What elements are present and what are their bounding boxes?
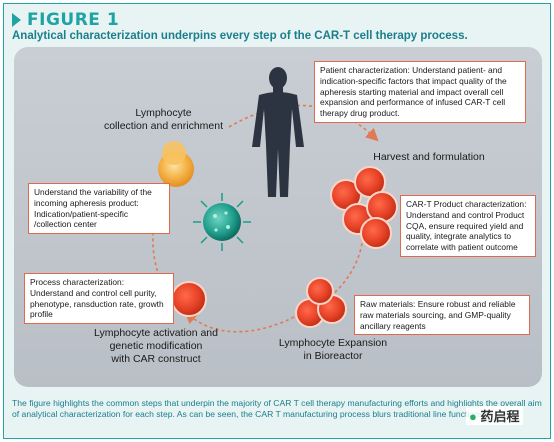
orange-cell-icon — [158, 141, 194, 187]
human-silhouette-icon — [252, 67, 304, 197]
red-cell-product-icon — [330, 166, 398, 249]
product-characterization-box: CAR-T Product characterization: Understa… — [400, 195, 536, 257]
diagram-panel: Lymphocyte collection and enrichment Har… — [14, 47, 542, 387]
process-characterization-box: Process characterization: Understand and… — [24, 273, 174, 324]
figure-subtitle: Analytical characterization underpins ev… — [12, 30, 468, 42]
raw-materials-box: Raw materials: Ensure robust and reliabl… — [354, 295, 530, 336]
virus-icon — [193, 193, 251, 251]
stage-activation: Lymphocyte activation and genetic modifi… — [94, 327, 218, 366]
figure-caption: The figure highlights the common steps t… — [12, 398, 542, 420]
chevron-right-icon — [12, 13, 21, 27]
red-cell-expansion-icon — [295, 277, 347, 328]
variability-box: Understand the variability of the incomi… — [28, 183, 170, 234]
stage-collection: Lymphocyte collection and enrichment — [103, 107, 224, 133]
wechat-watermark: ● 药启程 — [466, 406, 523, 425]
cycle-arc-top — [228, 104, 379, 142]
stage-expansion: Lymphocyte Expansion in Bioreactor — [278, 337, 388, 363]
wechat-icon: ● — [469, 409, 477, 424]
patient-characterization-box: Patient characterization: Understand pat… — [314, 61, 526, 123]
watermark-text: 药启程 — [480, 409, 520, 424]
diagram-canvas — [152, 67, 398, 333]
figure-label: FIGURE 1 — [12, 10, 119, 30]
cycle-arc-bottom — [184, 310, 295, 333]
stage-harvest: Harvest and formulation — [373, 151, 485, 163]
figure-label-text: FIGURE 1 — [27, 10, 120, 30]
red-cell-activation-icon — [171, 281, 207, 317]
